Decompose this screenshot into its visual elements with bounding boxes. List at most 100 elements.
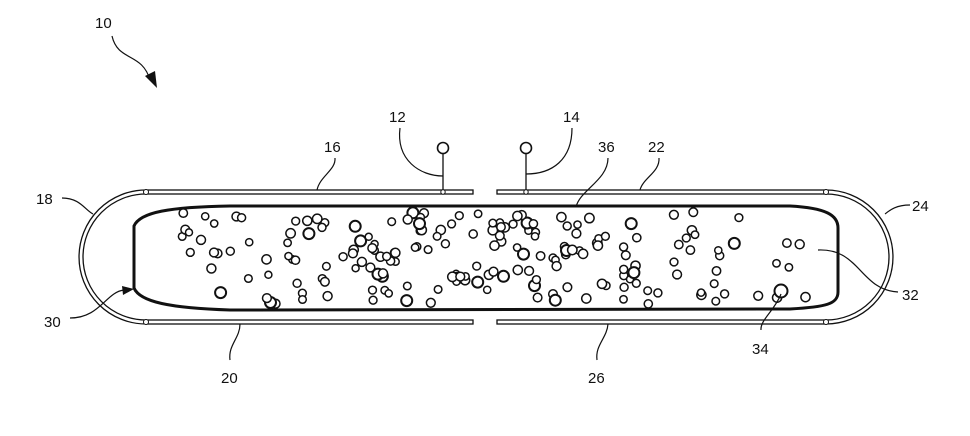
- ref-label-32: 32: [902, 287, 919, 304]
- bubble: [206, 263, 217, 274]
- bubble: [261, 292, 273, 304]
- inner-chamber-30: [132, 204, 840, 312]
- bubble: [711, 265, 722, 276]
- ref-label-36: 36: [598, 139, 615, 156]
- bubble: [433, 284, 443, 294]
- bubble: [377, 268, 389, 279]
- bubble: [317, 222, 327, 233]
- bubble: [440, 239, 451, 249]
- bubble: [494, 230, 505, 241]
- leader-36: [575, 157, 609, 208]
- leader-lines: [61, 127, 911, 361]
- right-end-cap-24: [825, 189, 894, 325]
- bubble: [454, 210, 464, 221]
- bubble: [673, 239, 684, 250]
- bubble: [551, 260, 562, 272]
- bubble: [208, 247, 220, 258]
- ref-label-12: 12: [389, 109, 406, 126]
- bubble: [489, 240, 500, 251]
- top-wall-right-22: [496, 189, 827, 195]
- bubble: [620, 250, 631, 261]
- bubble: [390, 247, 401, 259]
- ref-label-10: 10: [95, 15, 112, 32]
- bubble: [301, 215, 313, 227]
- bubble: [284, 251, 293, 261]
- bubble: [225, 246, 236, 256]
- bubbles: [177, 206, 811, 309]
- outer-tube: [78, 189, 894, 325]
- bubble: [472, 261, 482, 271]
- ref-label-24: 24: [912, 198, 929, 215]
- bottom-wall-left-20: [145, 319, 474, 325]
- bubble: [532, 292, 543, 303]
- bubble: [562, 221, 572, 231]
- leader-16: [316, 157, 336, 191]
- bubble: [618, 264, 629, 275]
- bubble: [734, 212, 744, 223]
- bubble: [556, 211, 567, 223]
- left-end-cap-18: [78, 189, 147, 325]
- bubble: [619, 294, 628, 304]
- bubble: [619, 282, 629, 293]
- bubble: [583, 212, 595, 224]
- bubble: [292, 278, 302, 289]
- leader-14: [525, 127, 573, 175]
- bubble: [368, 295, 378, 305]
- bubble: [322, 290, 333, 302]
- bubble: [302, 227, 316, 241]
- bubble: [709, 279, 719, 289]
- bubble: [512, 210, 523, 222]
- leader-18: [61, 197, 94, 215]
- bubble: [364, 232, 373, 242]
- bubble: [668, 209, 680, 220]
- electrode-14: [519, 141, 533, 195]
- bubble: [719, 289, 730, 299]
- bubble: [244, 237, 254, 247]
- bubble: [425, 297, 436, 308]
- bubble: [354, 234, 368, 248]
- bubble: [711, 296, 721, 306]
- ref-label-34: 34: [752, 341, 769, 358]
- bubble: [283, 238, 293, 248]
- bubble: [596, 278, 608, 290]
- bubble: [727, 236, 741, 250]
- bubble: [384, 289, 394, 298]
- bubble: [423, 245, 433, 255]
- bubble: [473, 209, 483, 219]
- bubble: [794, 239, 805, 250]
- bubble: [627, 266, 641, 280]
- bubble: [696, 288, 706, 297]
- bubble: [592, 240, 604, 251]
- bubble: [482, 285, 492, 295]
- bubble: [348, 219, 362, 233]
- bubble: [285, 227, 297, 239]
- bubble: [214, 286, 228, 300]
- bubble: [685, 245, 696, 256]
- bubble: [512, 264, 524, 276]
- leader-26: [596, 323, 609, 361]
- bubble: [784, 262, 794, 272]
- bubble: [402, 281, 412, 291]
- bubble: [669, 257, 679, 267]
- ref-label-18: 18: [36, 191, 53, 208]
- electrode-12: [436, 141, 450, 195]
- bubble: [681, 233, 691, 243]
- leader-22: [639, 157, 660, 191]
- bubble: [297, 294, 308, 305]
- bubble: [753, 290, 764, 301]
- bubble: [200, 211, 210, 221]
- leader-34: [760, 293, 782, 331]
- bottom-wall-right-26: [496, 319, 827, 325]
- ref-label-22: 22: [648, 139, 665, 156]
- bubble: [209, 219, 219, 228]
- bubble: [381, 251, 392, 262]
- top-wall-left-16: [145, 189, 474, 195]
- bubble: [261, 254, 272, 265]
- ref-label-20: 20: [221, 370, 238, 387]
- bubble: [531, 274, 542, 285]
- bubble: [562, 282, 573, 293]
- bubble: [688, 207, 699, 218]
- ref-label-30: 30: [44, 314, 61, 331]
- bubble: [713, 245, 723, 255]
